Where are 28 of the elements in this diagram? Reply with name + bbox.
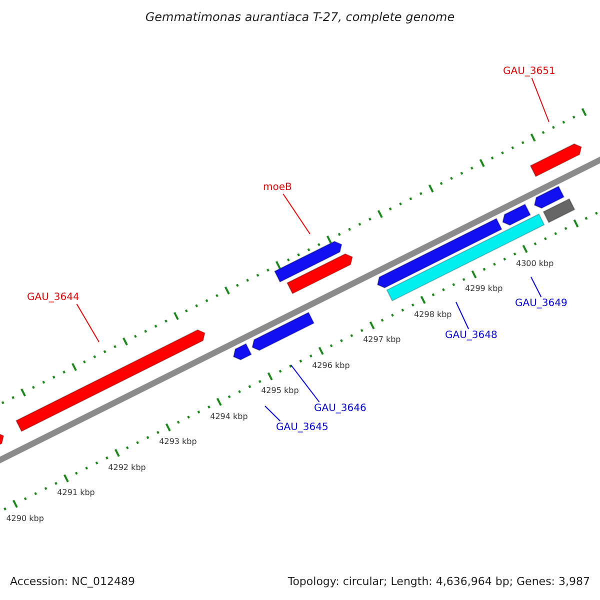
scale-label: 4290 kbp bbox=[6, 512, 44, 525]
gene-label: GAU_3646 bbox=[314, 402, 366, 415]
leader-line bbox=[264, 406, 281, 422]
scale-label: 4291 kbp bbox=[57, 487, 95, 500]
leader-line bbox=[530, 276, 542, 298]
scale-label: 4298 kbp bbox=[414, 308, 452, 321]
accession-text: Accession: NC_012489 bbox=[10, 575, 136, 588]
scale-label: 4297 kbp bbox=[363, 334, 401, 346]
scale-label: 4300 kbp bbox=[516, 258, 554, 270]
leader-line bbox=[76, 304, 100, 342]
gene-label: GAU_3651 bbox=[503, 65, 556, 78]
gene-label: GAU_3645 bbox=[276, 421, 328, 434]
title: Gemmatimonas aurantiaca T-27, complete genome bbox=[144, 11, 456, 24]
gene-label: GAU_3649 bbox=[515, 297, 568, 310]
leader-line bbox=[290, 364, 320, 402]
leader-line bbox=[456, 302, 470, 330]
scale-label: 4294 kbp bbox=[210, 410, 248, 423]
leader-line bbox=[282, 194, 310, 234]
scale-label: 4299 kbp bbox=[465, 283, 503, 296]
gene-label: GAU_3648 bbox=[445, 329, 498, 342]
scale-label: 4292 kbp bbox=[108, 462, 146, 474]
scale-label: 4293 kbp bbox=[159, 436, 197, 448]
leader-line bbox=[531, 78, 550, 122]
genome-info-text: Topology: circular; Length: 4,636,964 bp; Genes: 3,987 bbox=[288, 575, 590, 588]
scale-label: 4296 kbp bbox=[312, 360, 350, 372]
gene-label: GAU_3644 bbox=[27, 291, 80, 304]
scale-label: 4295 kbp bbox=[261, 385, 299, 398]
gene-label: moeB bbox=[263, 181, 292, 194]
